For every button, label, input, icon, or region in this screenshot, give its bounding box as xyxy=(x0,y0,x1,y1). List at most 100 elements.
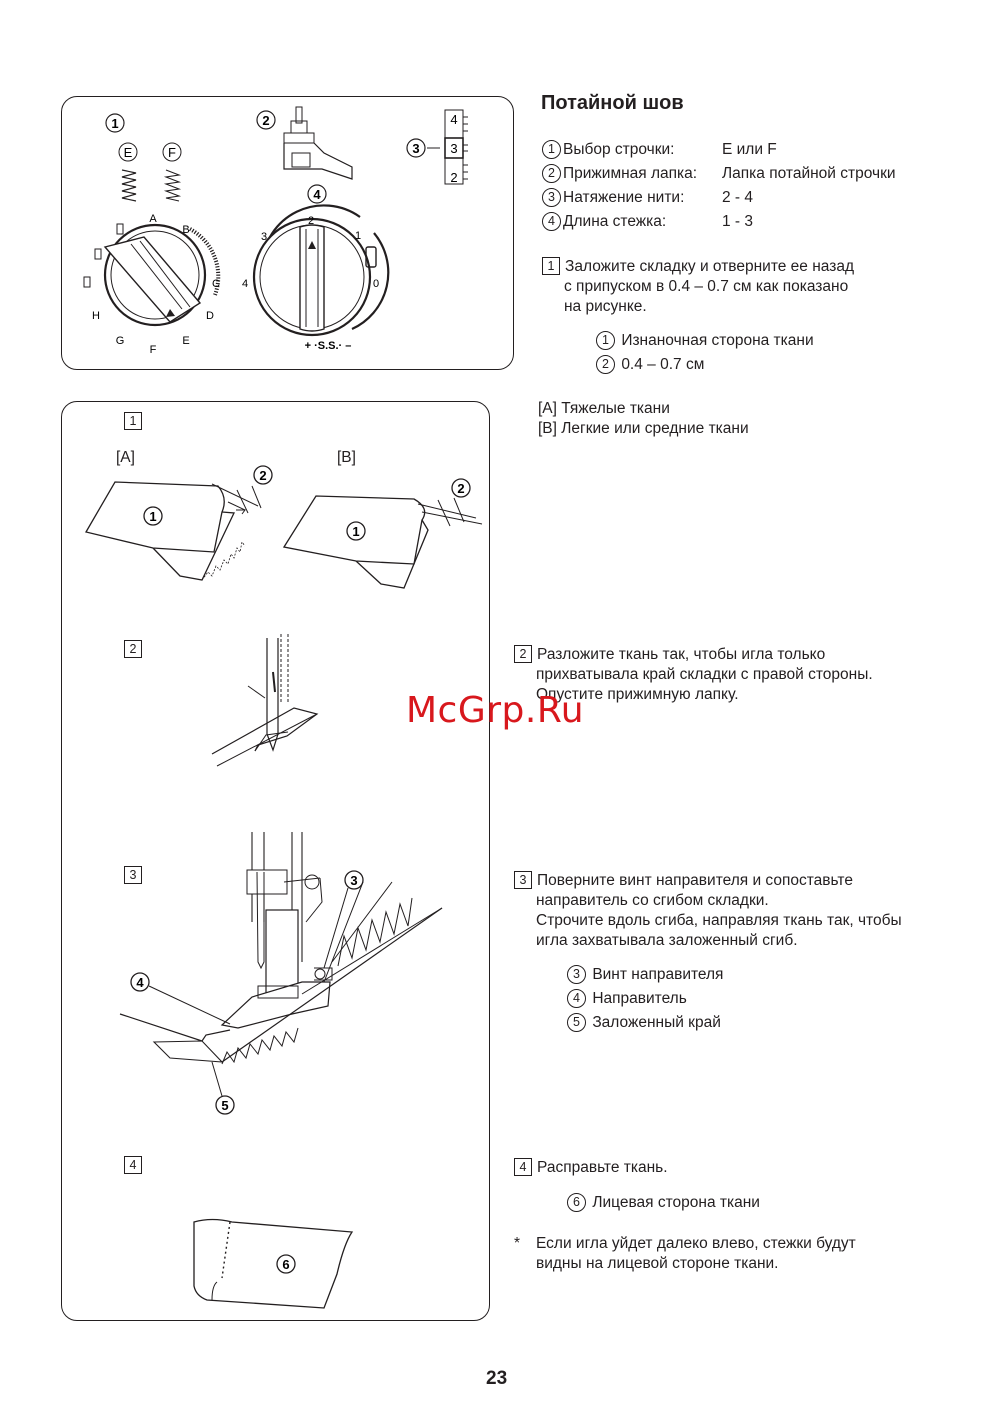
dial-letter-b: B xyxy=(182,224,189,236)
step-text: Разложите ткань так, чтобы игла только xyxy=(537,646,826,663)
assembly-callout-4: 4 xyxy=(136,975,144,990)
setting-number: 2 xyxy=(542,164,561,183)
item-text: Изнаночная сторона ткани xyxy=(621,332,814,349)
fold-a-callout-2: 2 xyxy=(259,468,266,483)
steps-figure: 1 2 1 2 xyxy=(84,465,483,1309)
fabric-callout-6: 6 xyxy=(282,1257,289,1272)
step1-line2: с припуском в 0.4 – 0.7 см как показано xyxy=(564,278,849,295)
item-number: 2 xyxy=(596,355,615,374)
fabric-light: [B] Легкие или средние ткани xyxy=(538,420,749,437)
tension-scale: 4 3 2 xyxy=(444,109,468,185)
stitch-symbol-e xyxy=(121,169,137,202)
callout-3: 3 xyxy=(412,141,419,156)
setting-label: Натяжение нити: xyxy=(563,189,685,206)
step1-item-1: 1 Изнаночная сторона ткани xyxy=(596,331,814,351)
step2-line1: 2 Разложите ткань так, чтобы игла только xyxy=(514,645,825,665)
setting-label: Длина стежка: xyxy=(563,213,667,230)
figure-step-2: 2 xyxy=(124,640,142,658)
item-number: 5 xyxy=(567,1013,586,1032)
dial-letter-f: F xyxy=(150,344,157,356)
step3-item-4: 4 Направитель xyxy=(567,989,687,1009)
page-number: 23 xyxy=(486,1368,508,1389)
dial-letter-h: H xyxy=(92,310,100,322)
fabric-heavy: [A] Тяжелые ткани xyxy=(538,400,670,417)
step-number: 4 xyxy=(514,1158,532,1176)
assembly-callout-3: 3 xyxy=(350,873,357,888)
item-text: Направитель xyxy=(592,990,687,1007)
tension-mark-4: 4 xyxy=(450,112,457,127)
figure-step-1: 1 xyxy=(124,412,142,430)
note-marker: * xyxy=(514,1235,521,1252)
settings-figure: 1 E F A B C D E F G H xyxy=(83,106,468,356)
stitch-letter-f: F xyxy=(168,145,176,160)
item-text: Лицевая сторона ткани xyxy=(592,1194,760,1211)
steps-figure-panel: 1 [A] [B] 2 3 4 1 2 1 2 xyxy=(61,401,490,1321)
settings-figure-panel: 1 E F A B C D E F G H xyxy=(61,96,514,370)
step3-item-3: 3 Винт направителя xyxy=(567,965,723,985)
dial-ss-label: + ·S.S.· – xyxy=(305,340,352,352)
setting-label: Выбор строчки: xyxy=(563,141,675,158)
item-number: 6 xyxy=(567,1193,586,1212)
callout-1: 1 xyxy=(111,116,118,131)
dial-letter-c: C xyxy=(212,278,220,290)
tension-mark-2: 2 xyxy=(450,170,457,185)
stitch-letter-e: E xyxy=(124,145,133,160)
step-text: Поверните винт направителя и сопоставьте xyxy=(537,872,853,889)
stitch-symbol-f xyxy=(163,169,182,202)
step3-line3: Строчите вдоль сгиба, направляя ткань та… xyxy=(536,912,902,929)
page-title: Потайной шов xyxy=(541,92,684,114)
watermark: McGrp.Ru xyxy=(406,690,585,731)
step-text: Расправьте ткань. xyxy=(537,1159,668,1176)
figure-step-4: 4 xyxy=(124,1156,142,1174)
item-number: 4 xyxy=(567,989,586,1008)
dial-letter-a: A xyxy=(149,213,157,225)
fold-b-callout-1: 1 xyxy=(352,524,359,539)
sewing-assembly-drawing: 3 4 5 xyxy=(119,832,443,1115)
length-mark-2: 2 xyxy=(308,215,314,227)
step-number: 1 xyxy=(542,257,560,275)
step3-line1: 3 Поверните винт направителя и сопоставьт… xyxy=(514,871,853,891)
length-mark-0: 0 xyxy=(373,278,379,290)
item-text: Заложенный край xyxy=(592,1014,721,1031)
step-text: Заложите складку и отверните ее назад xyxy=(565,258,854,275)
assembly-callout-5: 5 xyxy=(221,1098,228,1113)
setting-value-length: 1 - 3 xyxy=(722,213,754,230)
tension-mark-3: 3 xyxy=(450,141,457,156)
step-number: 3 xyxy=(514,871,532,889)
setting-value-pattern: E или F xyxy=(722,141,777,158)
note-line2: видны на лицевой стороне ткани. xyxy=(536,1255,779,1272)
setting-number: 4 xyxy=(542,212,561,231)
length-dial: 2 1 0 4 3 + ·S.S.· – xyxy=(242,204,390,352)
item-text: Винт направителя xyxy=(592,966,724,983)
setting-number: 1 xyxy=(542,140,561,159)
needle-drawing xyxy=(211,634,319,767)
variant-label-a: [A] xyxy=(116,449,135,466)
note-line1: Если игла уйдет далеко влево, стежки буд… xyxy=(536,1235,856,1252)
length-mark-3: 3 xyxy=(261,231,267,243)
item-text: 0.4 – 0.7 см xyxy=(621,356,705,373)
item-number: 3 xyxy=(567,965,586,984)
length-mark-1: 1 xyxy=(355,230,361,242)
fold-drawing-a: 1 2 xyxy=(84,465,273,581)
step1-item-2: 2 0.4 – 0.7 см xyxy=(596,355,704,375)
step1-line1: 1 Заложите складку и отверните ее назад xyxy=(542,257,854,277)
fold-b-callout-2: 2 xyxy=(457,481,464,496)
step3-line2: направитель со сгибом складки. xyxy=(536,892,769,909)
figure-step-3: 3 xyxy=(124,866,142,884)
step2-line3: Опустите прижимную лапку. xyxy=(536,686,739,703)
step2-line2: прихватывала край складки с правой сторо… xyxy=(536,666,873,683)
step3-item-5: 5 Заложенный край xyxy=(567,1013,721,1033)
presser-foot-drawing xyxy=(283,106,353,180)
dial-letter-e: E xyxy=(182,335,189,347)
step3-line4: игла захватывала заложенный сгиб. xyxy=(536,932,798,949)
setting-value-foot: Лапка потайной строчки xyxy=(722,165,896,182)
callout-4: 4 xyxy=(313,187,321,202)
dial-letter-g: G xyxy=(116,335,125,347)
unfolded-fabric-drawing: 6 xyxy=(193,1218,354,1309)
step-number: 2 xyxy=(514,645,532,663)
setting-label: Прижимная лапка: xyxy=(563,165,698,182)
